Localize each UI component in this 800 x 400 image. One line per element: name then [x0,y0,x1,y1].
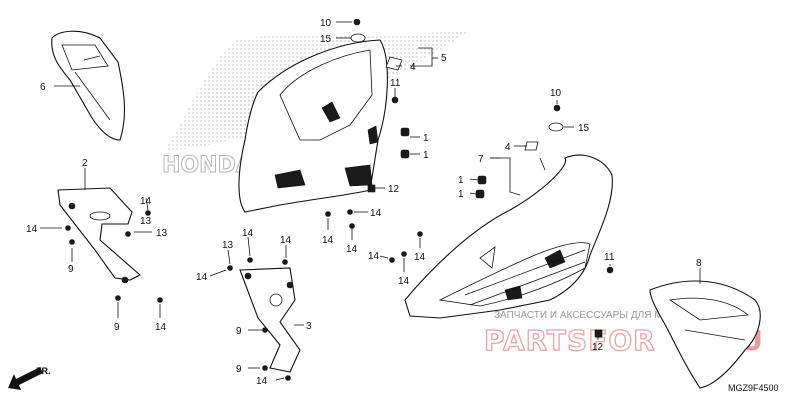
callout-14-l: 14 [398,276,410,287]
callout-12-lower: 12 [592,342,604,353]
hardware-screws [65,209,423,381]
callout-2: 2 [82,158,88,169]
callout-9-b: 9 [114,322,120,333]
callout-1-a: 1 [423,133,429,144]
callout-6: 6 [40,82,46,93]
callout-1-b: 1 [423,150,429,161]
part-5-middle-cowl [238,39,388,213]
callout-14-d: 14 [242,228,254,239]
callout-11-right: 11 [604,252,615,263]
callout-14-k: 14 [414,252,426,263]
callout-1-c: 1 [458,175,464,186]
callout-1-d: 1 [458,189,464,200]
callout-11-upper: 11 [390,78,401,89]
callout-7: 7 [478,154,484,165]
callout-10-top: 10 [320,18,332,29]
callout-13-a: 13 [140,216,152,227]
watermark-brand: PARTSFOR [484,324,656,357]
front-direction-arrow: FR. [8,366,51,390]
honda-logo-text: HONDA [162,153,253,178]
callout-3: 3 [306,321,312,332]
watermark-tagline: ЗАПЧАСТИ И АКСЕССУАРЫ ДЛЯ МОТОТЕХНИКИ [494,310,731,321]
leader-lines [40,21,701,381]
callout-14-j: 14 [346,244,358,255]
callout-15-top: 15 [320,34,332,45]
part-8-side-panel [649,280,761,389]
part-7-front-cowl [404,154,613,319]
callout-14-g: 14 [256,376,268,387]
callout-14-e: 14 [280,235,292,246]
diagram-code: MGZ9F4500 [728,383,779,393]
fr-label: FR. [36,366,51,376]
callout-15-right: 15 [578,123,590,134]
callout-14-b: 14 [26,224,38,235]
part-2-bracket [57,187,141,284]
callout-13-c: 13 [222,240,234,251]
callout-9-c: 9 [236,326,242,337]
callout-14-c: 14 [155,322,167,333]
callout-14-a: 14 [140,196,152,207]
callout-12-upper: 12 [388,184,400,195]
callout-4-upper: 4 [410,62,416,73]
callouts: 10 15 5 4 11 1 1 12 6 2 14 13 14 13 9 9 … [26,18,702,387]
part-3-stay [239,267,301,373]
callout-4-lower: 4 [505,142,511,153]
callout-14-f: 14 [196,272,208,283]
callout-9-d: 9 [236,364,242,375]
callout-13-b: 13 [156,228,168,239]
callout-14-h: 14 [322,235,334,246]
part-6-inner-cover [51,30,125,141]
callout-9-a: 9 [68,264,74,275]
callout-5: 5 [441,53,447,64]
callout-8: 8 [696,258,702,269]
hardware-grommets [350,18,614,338]
callout-14-m: 14 [368,251,380,262]
callout-10-right: 10 [550,88,562,99]
callout-14-i: 14 [370,208,382,219]
